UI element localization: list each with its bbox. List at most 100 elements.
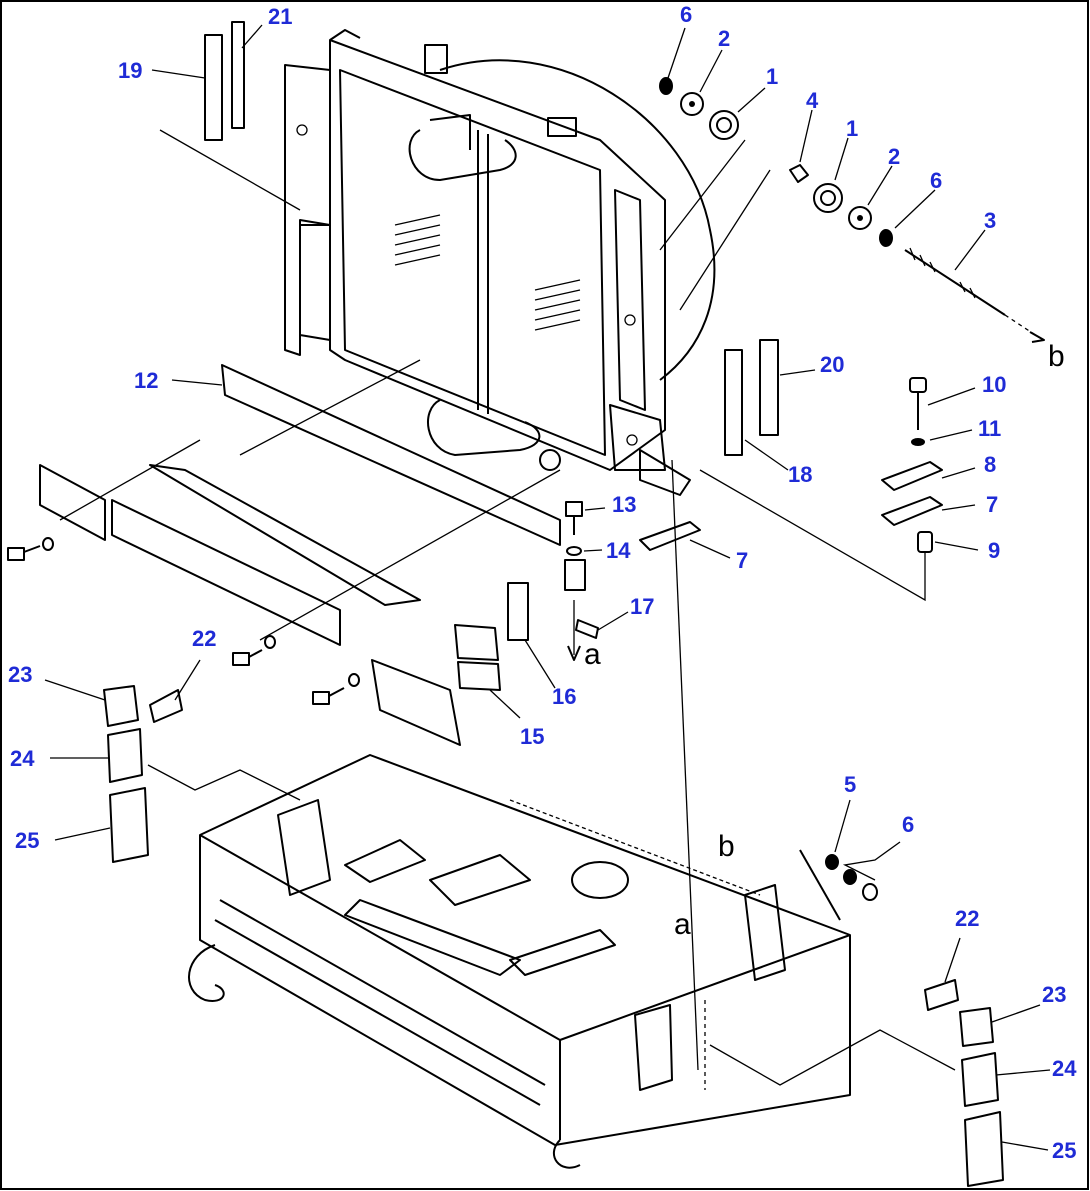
cross-member xyxy=(344,899,521,976)
washer xyxy=(42,537,54,551)
cover-plate-left xyxy=(39,464,106,541)
callout-11: 11 xyxy=(978,416,1001,441)
bracket-center xyxy=(564,559,586,591)
callout-3: 3 xyxy=(984,208,996,233)
callout-15: 15 xyxy=(520,724,544,749)
leader xyxy=(842,841,901,881)
leader xyxy=(54,827,111,841)
cushion-24 xyxy=(107,728,143,783)
support-plate xyxy=(429,854,531,906)
callout-1: 1 xyxy=(766,64,778,89)
radiator-core-frame xyxy=(329,39,666,471)
mount-hardware-lower xyxy=(825,854,878,901)
seal-strip xyxy=(149,464,421,606)
core-fins-right xyxy=(534,279,581,331)
stay-rod-3 xyxy=(904,249,1006,316)
base-front-edge xyxy=(199,834,561,1140)
cushion-15-bottom xyxy=(457,661,501,691)
top-bracket-left xyxy=(424,44,448,74)
leader xyxy=(737,87,766,113)
top-corner-cap xyxy=(329,29,361,41)
callout-8: 8 xyxy=(984,452,996,477)
reference-letters: b a b a xyxy=(584,340,1065,941)
callout-14: 14 xyxy=(606,538,631,563)
leader xyxy=(583,549,603,552)
leader xyxy=(174,659,201,701)
spacer-22b xyxy=(924,979,959,1011)
rubber-16 xyxy=(507,582,529,641)
plate-7 xyxy=(881,496,943,526)
nut-6c xyxy=(843,869,857,885)
leader xyxy=(799,109,813,163)
guard-plate xyxy=(111,499,341,646)
right-side-plate xyxy=(614,189,646,411)
tow-hook xyxy=(553,1139,581,1169)
cushion-1 xyxy=(709,110,739,140)
leader xyxy=(44,679,106,701)
assembly-line xyxy=(59,439,201,521)
upper-tank-neck xyxy=(429,114,471,150)
clip-17 xyxy=(575,619,599,639)
leader xyxy=(171,379,223,386)
callout-6: 6 xyxy=(930,168,942,193)
cushion-15-top xyxy=(454,624,499,661)
bolt-head-10 xyxy=(909,377,927,393)
washer-11 xyxy=(911,438,925,446)
leader xyxy=(667,27,686,79)
radiator-assembly xyxy=(284,29,716,471)
spacer-9 xyxy=(917,531,933,553)
ref-mark-b: b xyxy=(1048,340,1065,373)
bracket-plate xyxy=(371,659,461,746)
leader xyxy=(241,24,263,49)
rod-thread xyxy=(909,247,976,299)
cross-brace xyxy=(509,929,616,976)
leader xyxy=(699,49,723,93)
callout-12: 12 xyxy=(134,368,158,393)
callout-17: 17 xyxy=(630,594,654,619)
assembly-line xyxy=(259,469,561,641)
nut-6b xyxy=(879,229,893,247)
washer-hole xyxy=(857,215,863,221)
leader xyxy=(944,937,961,983)
washer xyxy=(264,635,276,649)
upper-hose xyxy=(408,129,517,181)
callout-16: 16 xyxy=(552,684,576,709)
leader xyxy=(151,69,206,79)
bolt xyxy=(312,691,330,705)
arrow-shaft-b2 xyxy=(509,799,761,896)
left-side-plate xyxy=(284,64,331,356)
washer-2 xyxy=(680,92,704,116)
callout-2: 2 xyxy=(888,144,900,169)
washer-hole xyxy=(689,101,695,107)
rubber-18 xyxy=(724,349,743,456)
cushions-right xyxy=(709,979,1004,1187)
assembly-line xyxy=(159,129,301,211)
bolt-shank xyxy=(328,687,345,697)
leader xyxy=(744,439,789,471)
callout-10: 10 xyxy=(982,372,1006,397)
assembly-line xyxy=(709,1029,956,1086)
rubber-strips-top xyxy=(159,21,301,211)
guard-plates xyxy=(39,359,561,746)
callout-5: 5 xyxy=(844,772,856,797)
base-rail xyxy=(219,899,546,1086)
mount-hardware-upper xyxy=(659,77,1045,343)
core-divider xyxy=(477,130,489,414)
callout-22: 22 xyxy=(192,626,216,651)
bolt-13 xyxy=(565,501,583,517)
bracket-rise xyxy=(799,849,841,921)
front-bracket xyxy=(634,1004,673,1091)
cushions-left xyxy=(103,685,301,863)
assembly-line xyxy=(699,469,926,602)
cushion-inner xyxy=(716,117,732,133)
rubber-20 xyxy=(759,339,779,436)
callout-23: 23 xyxy=(1042,982,1066,1007)
assembly-line xyxy=(679,169,771,311)
assembly-line xyxy=(239,359,421,456)
leader xyxy=(991,1004,1041,1023)
leader xyxy=(867,165,893,206)
leader xyxy=(834,799,851,853)
rubber-19 xyxy=(204,34,223,141)
